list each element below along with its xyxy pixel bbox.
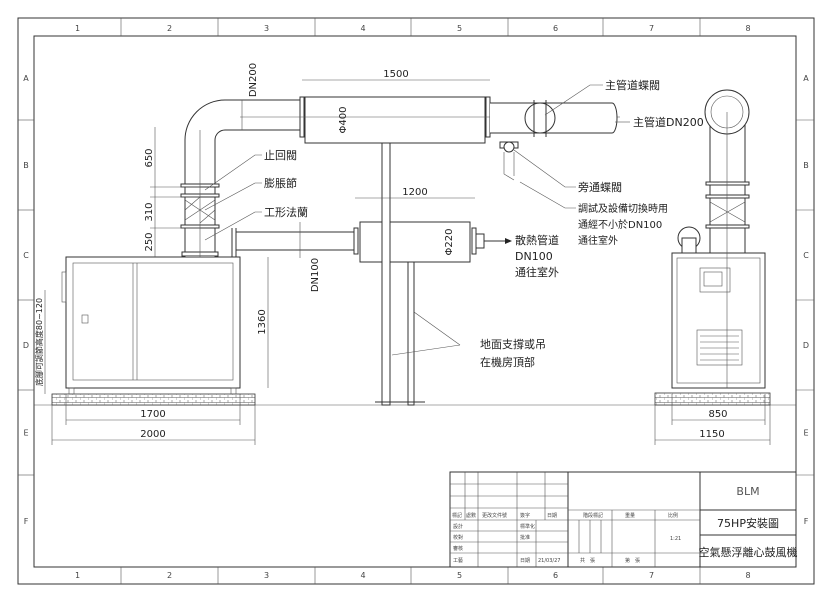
row-label: E: [23, 429, 28, 438]
row-label: C: [803, 251, 809, 260]
row-label: F: [804, 517, 809, 526]
column-label: 8: [745, 571, 750, 580]
label-expansion-joint: 膨脹節: [264, 176, 297, 190]
left-blower-unit: [51, 256, 256, 406]
outer-frame: [17, 17, 815, 585]
company-name: BLM: [736, 485, 759, 498]
role-review: 審核: [453, 545, 463, 552]
main-silencer: [240, 96, 620, 144]
column-label: 3: [264, 24, 269, 33]
column-label: 7: [649, 24, 654, 33]
column-label: 4: [360, 24, 365, 33]
approval-date: 日期: [520, 558, 530, 564]
row-label: A: [803, 74, 809, 83]
left-riser-pipe: [180, 99, 301, 257]
rev-header-doc: 更改文件號: [482, 512, 507, 519]
label-cooling-pipe-1: 散熱管道: [515, 233, 559, 247]
label-bypass-note-1: 調試及設備切換時用: [578, 202, 668, 215]
label-bypass-valve: 旁通蝶閥: [578, 180, 622, 194]
label-support-2: 在機房頂部: [480, 355, 535, 369]
label-cooling-pipe-2: DN100: [515, 250, 553, 263]
dim-1500: 1500: [383, 69, 408, 80]
dim-dia220: Φ220: [444, 229, 455, 256]
row-label: F: [24, 517, 29, 526]
column-label: 2: [167, 24, 172, 33]
row-label: B: [803, 161, 809, 170]
label-support-1: 地面支撐或吊: [480, 337, 546, 351]
label-bypass-note-3: 通往室外: [578, 234, 618, 247]
dim-650: 650: [144, 148, 155, 167]
row-label: A: [23, 74, 29, 83]
dim-1700: 1700: [140, 409, 165, 420]
weight-label: 重量: [625, 512, 635, 519]
rev-header-date: 日期: [547, 513, 557, 519]
dim-1360: 1360: [257, 309, 268, 334]
dim-dn100: DN100: [310, 258, 321, 292]
sheets-total: 共 張: [580, 557, 595, 564]
role-process: 工藝: [453, 557, 463, 564]
dim-850: 850: [708, 409, 727, 420]
column-label: 4: [360, 571, 365, 580]
dim-dia400: Φ400: [338, 107, 349, 134]
leader-lines: [204, 84, 630, 241]
scale-label: 比例: [668, 512, 678, 519]
approval-approve: 批准: [520, 534, 530, 541]
row-label: D: [23, 341, 29, 350]
dim-2000: 2000: [140, 429, 165, 440]
dim-dn200: DN200: [248, 63, 259, 97]
label-main-pipe: 主管道DN200: [633, 115, 704, 129]
product-name: 空氣懸浮離心鼓風機: [699, 545, 798, 559]
title-block: 標記 處數 更改文件號 簽字 日期 設計 校對 審核 工藝 標準化 批准 日期 …: [449, 471, 798, 568]
approval-standard: 標準化: [520, 523, 535, 530]
inner-frame: [33, 35, 797, 568]
dim-foot-adjust: 底腳可調節高度80~120: [34, 298, 44, 386]
column-label: 6: [553, 571, 558, 580]
label-bypass-note-2: 通經不小於DN100: [578, 218, 662, 231]
label-cooling-pipe-3: 通往室外: [515, 265, 559, 279]
column-label: 2: [167, 571, 172, 580]
rev-header-sign: 簽字: [520, 512, 530, 519]
dim-1200: 1200: [402, 187, 427, 198]
drawing-title: 75HP安裝圖: [717, 516, 779, 530]
scale-value: 1:21: [670, 536, 681, 542]
sheet-number: 第 張: [625, 557, 640, 564]
column-label: 6: [553, 24, 558, 33]
row-label: E: [803, 429, 808, 438]
label-check-valve: 止回閥: [264, 149, 297, 162]
rev-header-mark: 標記: [452, 512, 462, 519]
right-blower-unit: [654, 89, 771, 406]
branch-pipe: [231, 221, 512, 263]
label-i-flange: 工形法蘭: [264, 205, 308, 219]
date-value: 21/03/27: [538, 558, 560, 564]
row-label: B: [23, 161, 29, 170]
dim-250: 250: [144, 232, 155, 251]
main-pipe-outlet: [490, 100, 618, 181]
row-label: C: [23, 251, 29, 260]
stage-label: 階段標記: [583, 512, 603, 519]
role-design: 設計: [453, 523, 463, 530]
column-label: 5: [457, 24, 462, 33]
column-label: 8: [745, 24, 750, 33]
rev-header-count: 處數: [466, 512, 476, 519]
label-main-butterfly-valve: 主管道蝶閥: [605, 78, 660, 92]
column-label: 7: [649, 571, 654, 580]
column-label: 3: [264, 571, 269, 580]
pipe-supports: [375, 142, 461, 406]
dim-1150: 1150: [699, 429, 724, 440]
column-label: 1: [75, 24, 80, 33]
role-check: 校對: [453, 534, 463, 541]
column-label: 5: [457, 571, 462, 580]
column-label: 1: [75, 571, 80, 580]
dim-310: 310: [144, 202, 155, 221]
dimension-lines: [44, 79, 771, 445]
row-label: D: [803, 341, 809, 350]
